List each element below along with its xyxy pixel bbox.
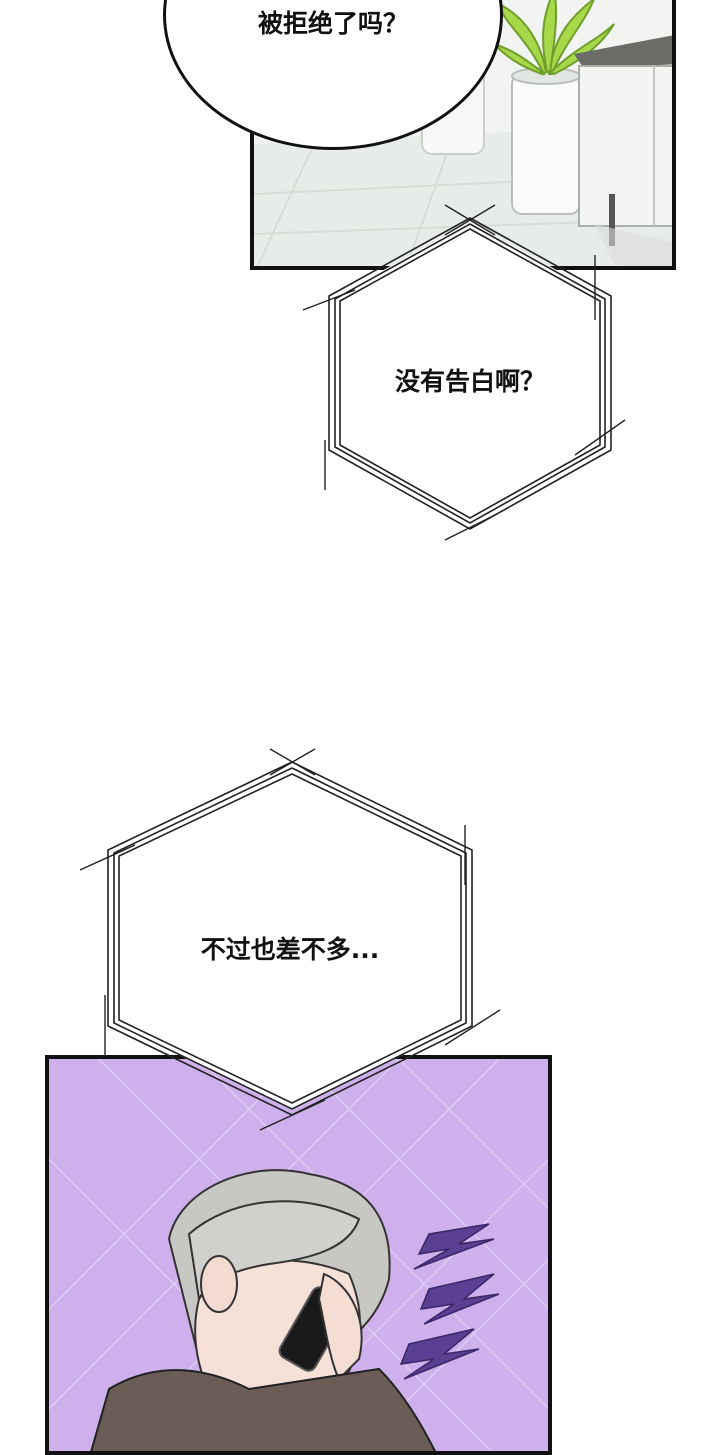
- speech-text-no-confession: 没有告白啊？: [394, 367, 545, 396]
- hexagon-speech-bubble-2: [79, 748, 501, 1131]
- lightning-bolts: [399, 1223, 500, 1380]
- reception-desk: [574, 35, 672, 266]
- watermark-logo: 画涯: [562, 1104, 634, 1144]
- watermark: 画涯 免费漫画: [538, 1100, 658, 1210]
- speech-text-almost: 不过也差不多...: [200, 935, 380, 964]
- purple-pattern-background: [49, 1059, 548, 1451]
- watermark-subtitle: 免费漫画: [558, 1149, 638, 1173]
- speech-text-rejected: 被拒绝了吗？: [257, 9, 408, 38]
- character-figure: [90, 1169, 437, 1451]
- hexagon-speech-bubble-1: [302, 204, 626, 541]
- bottom-panel-scene: [45, 1055, 552, 1455]
